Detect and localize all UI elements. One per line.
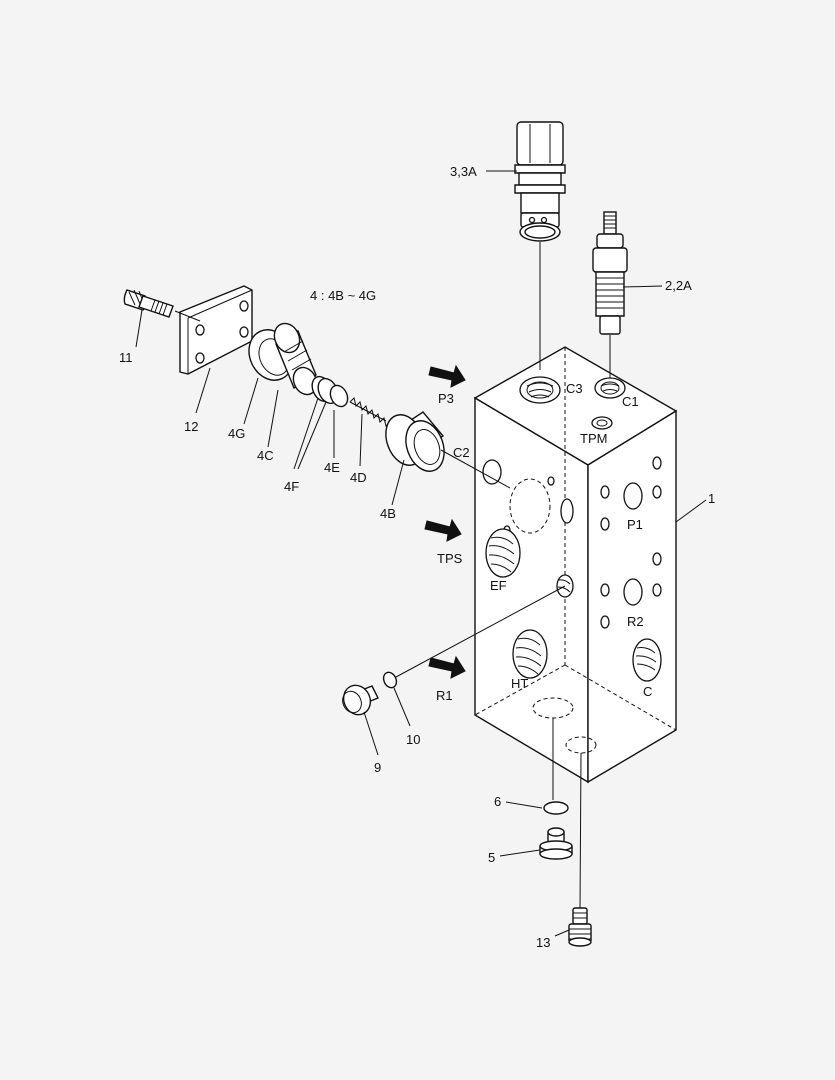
cartridge-2-2a (592, 211, 628, 378)
o-ring-10 (382, 671, 398, 689)
cartridge-3-3a (514, 121, 566, 370)
label-port-c1: C1 (622, 394, 639, 409)
label-part-4g: 4G (228, 426, 245, 441)
plug-5 (539, 827, 573, 860)
label-part-4b: 4B (380, 506, 396, 521)
port-ef-hole (485, 528, 521, 578)
label-port-r2: R2 (627, 614, 644, 629)
label-port-tps: TPS (437, 551, 463, 566)
port-p1-hole (623, 482, 643, 510)
bolt-11 (123, 289, 174, 318)
label-part-4e: 4E (324, 460, 340, 475)
label-part-4d: 4D (350, 470, 367, 485)
valve-body (473, 346, 678, 784)
side-face-holes (600, 456, 662, 682)
leader-lines (135, 170, 707, 937)
label-port-tpm: TPM (580, 431, 607, 446)
arrow-p3 (428, 364, 466, 388)
port-c3-hole (519, 376, 561, 404)
plug-13 (568, 907, 592, 947)
label-part-6: 6 (494, 794, 501, 809)
label-part-13: 13 (536, 935, 550, 950)
label-port-c3: C3 (566, 381, 583, 396)
label-port-r1: R1 (436, 688, 453, 703)
label-part-1: 1 (708, 491, 715, 506)
label-part-10: 10 (406, 732, 420, 747)
cover-plate-12 (179, 285, 253, 375)
label-part-4-note: 4 : 4B ~ 4G (310, 288, 376, 303)
port-ht-hole (512, 629, 548, 679)
label-part-9: 9 (374, 760, 381, 775)
label-port-ef: EF (490, 578, 507, 593)
port-tpm-hole (591, 416, 613, 430)
label-port-p3: P3 (438, 391, 454, 406)
port-r2-hole (623, 578, 643, 606)
label-port-p1: P1 (627, 517, 643, 532)
label-part-4c: 4C (257, 448, 274, 463)
label-part-11: 11 (119, 350, 133, 365)
label-port-ht: HT (511, 676, 528, 691)
port-c2-hidden-bore (509, 478, 551, 534)
label-part-4f: 4F (284, 479, 299, 494)
port-c-hole (632, 638, 662, 682)
label-part-3: 3,3A (450, 164, 477, 179)
label-port-c2: C2 (453, 445, 470, 460)
label-part-5: 5 (488, 850, 495, 865)
spool-4c (273, 322, 318, 396)
o-ring-6 (543, 801, 569, 815)
label-part-12: 12 (184, 419, 198, 434)
label-port-c: C (643, 684, 652, 699)
arrow-tps (424, 518, 462, 542)
arrow-r1 (428, 655, 466, 679)
plug-9 (342, 684, 379, 716)
sleeve-4b (385, 411, 445, 472)
label-part-2: 2,2A (665, 278, 692, 293)
port-c1-hole (594, 377, 626, 399)
front-small-hole (482, 459, 502, 485)
o-rings-4f-4e (311, 375, 349, 408)
